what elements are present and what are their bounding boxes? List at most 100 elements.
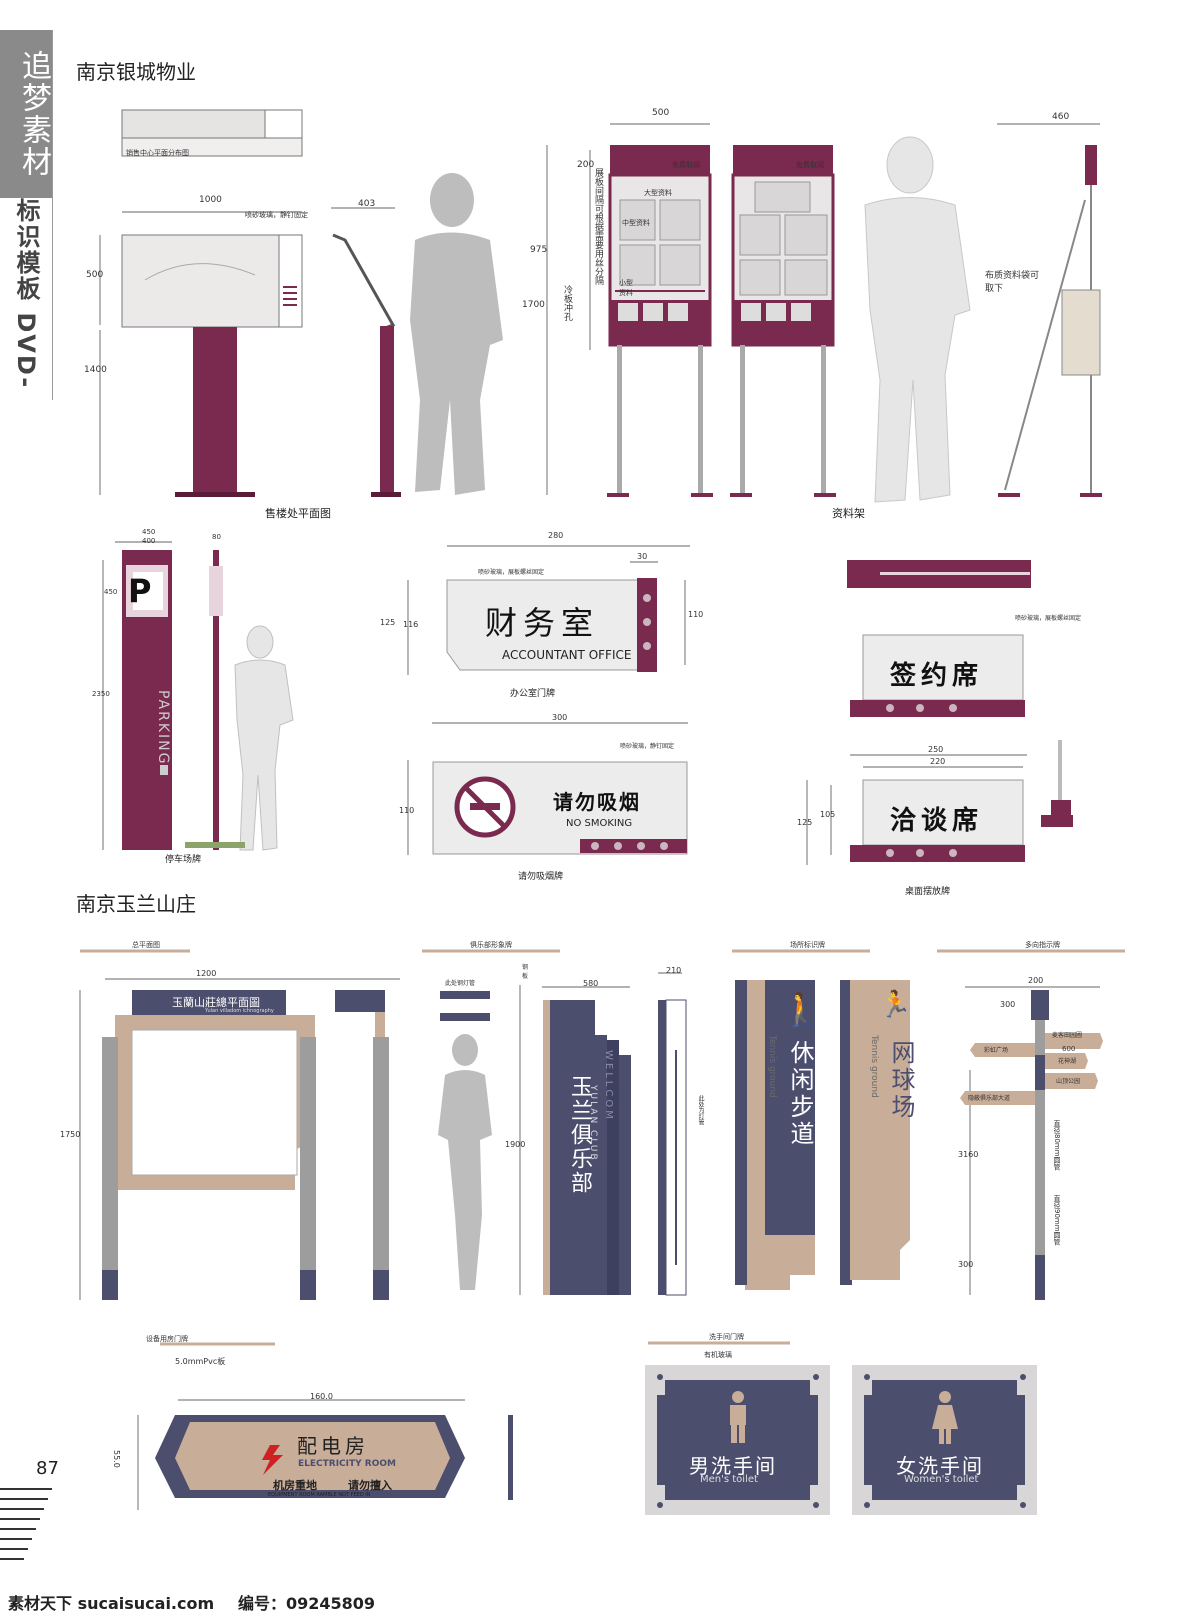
toilet-women-en: Women's toilet (904, 1474, 979, 1485)
dir-note-1: 直径80mm圆管 (1053, 1120, 1061, 1171)
office-caption: 办公室门牌 (510, 689, 556, 699)
club-label: 俱乐部形象牌 (470, 941, 512, 949)
office-dim-30: 30 (637, 552, 648, 561)
sales-plan-note: 喷砂玻璃，静钉固定 (245, 211, 308, 219)
sales-plan-caption: 售楼处平面图 (265, 507, 331, 520)
elec-en: ELECTRICITY ROOM (298, 1459, 396, 1469)
plan-header: 玉蘭山莊總平面圖 (172, 996, 260, 1009)
place-sign1: 休闲步道 (786, 1040, 814, 1148)
directional-drawing (937, 949, 1125, 1300)
elec-line3: EQUIPMENT ROOM RAMBLE NOT FEED IN (268, 1492, 371, 1498)
tennis-icon: 🏃 (879, 990, 912, 1020)
club-note-2: 钢板 (522, 964, 529, 980)
elec-title: 配电房 (297, 1434, 369, 1458)
parking-dim-450: 450 (142, 528, 156, 536)
desk-sign1: 签约席 (890, 661, 984, 691)
place-drawing (732, 949, 910, 1290)
dim-1000: 1000 (199, 195, 222, 205)
desk-dim-125: 125 (797, 818, 813, 827)
nosmoke-caption: 请勿吸烟牌 (518, 872, 564, 882)
office-dim-116: 116 (403, 620, 419, 629)
dir-dim-3160: 3160 (958, 1150, 979, 1159)
elec-dim-160: 160.0 (310, 1392, 333, 1401)
parking-word: PARKING (155, 690, 171, 766)
nosmoke-dim-110: 110 (399, 806, 415, 815)
walk-icon: 🚶 (781, 990, 821, 1028)
office-subtitle: ACCOUNTANT OFFICE (502, 648, 632, 662)
page-number: 87 (36, 1458, 59, 1479)
dir-arm-3: 花神湖 (1058, 1058, 1077, 1065)
stripe-decoration (0, 1488, 52, 1560)
club-dim-1900: 1900 (505, 1140, 526, 1149)
dir-arm-5: 隐蔽俱乐部大道 (968, 1095, 1011, 1102)
nosmoke-dim-300: 300 (552, 713, 568, 722)
toilet-material: 有机玻璃 (704, 1351, 732, 1359)
place-sign2-en: Tennis ground (869, 1035, 879, 1098)
elec-dim-55: 55.0 (112, 1450, 121, 1468)
rack-label-free: 免费取阅 (672, 161, 700, 169)
sidebar-subtitle: 标识模板 DVD-1 (12, 198, 40, 390)
sidebar-divider (52, 30, 53, 400)
sales-small-sign-text: 销售中心平面分布图 (126, 149, 189, 157)
dir-arm-2: 彩虹广场 (984, 1047, 1009, 1054)
dir-note-2: 直径90mm圆管 (1053, 1195, 1061, 1246)
footer-left: 素材天下 sucaisucai.com (8, 1594, 215, 1613)
place-sign2: 网球场 (887, 1040, 915, 1121)
office-dim-110: 110 (688, 610, 704, 619)
dir-dim-300: 300 (1000, 1000, 1016, 1009)
section1-title: 南京银城物业 (76, 60, 196, 84)
parking-dim-2350: 2350 (92, 690, 110, 698)
club-name: 玉兰俱乐部 (567, 1075, 592, 1195)
plan-header-sub: Yulan villadom ichnography (205, 1008, 274, 1014)
toilet-drawing (645, 1341, 1037, 1515)
directional-label: 多向指示牌 (1025, 941, 1060, 949)
club-note-1: 此处钢灯管 (445, 980, 476, 987)
club-drawing (422, 949, 687, 1296)
elec-line1: 机房重地 (273, 1479, 317, 1492)
sidebar-title: 追梦素材 (0, 30, 52, 198)
nosmoke-title: 请勿吸烟 (553, 790, 641, 814)
parking-caption: 停车场牌 (165, 855, 202, 865)
office-dim-125: 125 (380, 618, 396, 627)
rack-bag-note: 布质资料袋可取下 (985, 271, 1040, 294)
rack-label-small: 小型资料 (619, 279, 633, 297)
dir-arm-1: 麦客田园圃 (1052, 1032, 1083, 1039)
rack-punch-note: 冷板冲孔 (562, 285, 572, 321)
elec-material: 5.0mmPvc板 (175, 1357, 226, 1366)
parking-dim-80: 80 (212, 533, 221, 541)
sidebar: 追梦素材 标识模板 DVD-1 (0, 0, 53, 400)
parking-dim-450b: 450 (104, 588, 118, 596)
footer-right: 编号：09245809 (238, 1594, 376, 1613)
toilet-men: 男洗手间 (689, 1454, 777, 1478)
nosmoke-note: 喷砂玻璃，静钉固定 (620, 743, 675, 750)
footer-bar (0, 1582, 1200, 1621)
elec-label: 设备用房门牌 (146, 1335, 188, 1343)
dir-dim-200: 200 (1028, 976, 1044, 985)
plan-label: 总平面图 (132, 941, 160, 949)
plan-dim-1200: 1200 (196, 969, 217, 978)
dir-dim-600: 600 (1062, 1045, 1076, 1053)
sales-plan-drawing (99, 109, 503, 497)
toilet-men-en: Men's toilet (700, 1474, 758, 1485)
nosmoke-drawing (407, 722, 688, 855)
elec-drawing (137, 1342, 513, 1510)
desk-sign2: 洽谈席 (890, 806, 984, 836)
club-dim-580: 580 (583, 979, 599, 988)
dir-arm-4: 山顶公园 (1056, 1078, 1081, 1085)
rack-label-free-2: 免费取阅 (796, 161, 824, 169)
parking-dim-400: 400 (142, 537, 156, 545)
office-note: 喷砂玻璃，展板螺丝固定 (478, 569, 545, 576)
rack-caption: 资料架 (832, 507, 865, 520)
plan-drawing (79, 949, 400, 1300)
office-title: 财务室 (485, 604, 600, 642)
rack-dim-975: 975 (530, 245, 548, 255)
toilet-label: 洗手间门牌 (709, 1333, 744, 1341)
desk-caption: 桌面摆放牌 (905, 887, 951, 897)
office-dim-280: 280 (548, 531, 564, 540)
dim-403: 403 (358, 199, 376, 209)
parking-drawing (102, 541, 294, 851)
dim-500: 500 (86, 270, 104, 280)
desk-dim-105: 105 (820, 810, 836, 819)
desk-note: 喷砂玻璃，展板螺丝固定 (1015, 615, 1082, 622)
club-note-3: 此处为灯管 (697, 1095, 704, 1125)
